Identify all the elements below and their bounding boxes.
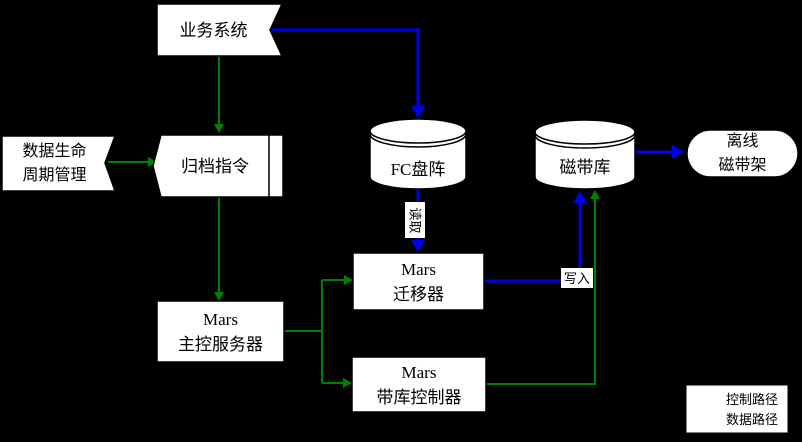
legend-box xyxy=(685,384,789,434)
mars-migrator-line1: Mars xyxy=(401,259,436,279)
node-shapes xyxy=(1,3,799,434)
node-business-system-label: 业务系统 xyxy=(157,4,270,56)
tape-library-rim-arc xyxy=(534,134,636,149)
fc-disk-array-text: FC盘阵 xyxy=(390,159,446,179)
legend-data-label: 数据路径 xyxy=(726,412,778,428)
arrowhead-right-icon xyxy=(343,378,352,388)
arrowhead-right-icon xyxy=(672,145,684,159)
read-label-text: 读取 xyxy=(407,206,423,234)
node-mars-tape-controller-label: Mars 带库控制器 xyxy=(352,357,486,412)
offline-tape-rack-line1: 离线 xyxy=(726,132,759,150)
lifecycle-mgmt-line2: 周期管理 xyxy=(22,166,87,184)
edge-label-read: 读取 xyxy=(405,202,425,238)
fc-disk-top-ellipse-arc xyxy=(369,130,467,144)
node-offline-tape-rack-shape xyxy=(686,129,799,178)
tape-library-top-ellipse-arc xyxy=(534,131,636,145)
node-business-system-shape xyxy=(156,3,284,57)
edge-business-to-fcdisk xyxy=(270,28,420,107)
mars-tape-controller-line2: 带库控制器 xyxy=(376,387,462,407)
arrowhead-up-icon xyxy=(573,191,587,203)
write-label-text: 写入 xyxy=(563,270,590,286)
data-path-lines xyxy=(270,28,722,422)
node-offline-tape-rack-label: 离线 磁带架 xyxy=(687,129,798,178)
data-path-arrowheads xyxy=(411,106,684,252)
arrowhead-down-icon xyxy=(214,292,224,301)
business-system-text: 业务系统 xyxy=(179,20,248,40)
lifecycle-mgmt-line1: 数据生命 xyxy=(22,142,87,160)
node-mars-migrator-label: Mars 迁移器 xyxy=(353,253,484,310)
arrowhead-down-icon xyxy=(214,124,224,133)
mars-migrator-line2: 迁移器 xyxy=(393,284,444,304)
legend-control-text: 控制路径 xyxy=(726,392,779,407)
node-mars-master-label: Mars 主控服务器 xyxy=(157,301,284,362)
node-mars-tape-controller-shape xyxy=(351,356,487,413)
node-fc-disk-array-cylinder xyxy=(369,118,467,190)
node-fc-disk-array-label: FC盘阵 xyxy=(370,150,466,188)
tape-library-text: 磁带库 xyxy=(559,157,611,177)
node-lifecycle-mgmt-shape xyxy=(1,135,117,192)
node-archive-command-label: 归档指令 xyxy=(161,135,269,197)
mars-master-line1: Mars xyxy=(203,309,238,329)
archive-command-text: 归档指令 xyxy=(181,156,249,176)
mars-tape-controller-line1: Mars xyxy=(401,362,437,382)
arrowhead-right-icon xyxy=(344,275,353,285)
control-path-lines xyxy=(108,56,722,401)
legend-control-label: 控制路径 xyxy=(726,392,778,408)
arrowhead-up-icon xyxy=(590,190,600,199)
node-archive-command-shape xyxy=(152,134,284,198)
offline-tape-rack-line2: 磁带架 xyxy=(718,156,767,174)
fc-disk-rim-arc xyxy=(369,133,467,148)
edge-controller-to-tapelib xyxy=(486,198,596,385)
arrowhead-down-icon xyxy=(411,240,425,252)
node-tape-library-label: 磁带库 xyxy=(535,148,635,186)
node-lifecycle-mgmt-label: 数据生命 周期管理 xyxy=(4,136,105,191)
control-path-arrowheads xyxy=(148,124,600,388)
edge-label-write: 写入 xyxy=(561,268,593,288)
arrowhead-right-icon xyxy=(148,157,157,167)
legend-data-text: 数据路径 xyxy=(726,412,779,427)
node-mars-master-shape xyxy=(156,300,285,363)
node-mars-migrator-shape xyxy=(352,252,485,311)
mars-master-line2: 主控服务器 xyxy=(178,334,263,354)
node-tape-library-cylinder xyxy=(534,119,636,190)
arrowhead-down-icon xyxy=(411,106,425,118)
